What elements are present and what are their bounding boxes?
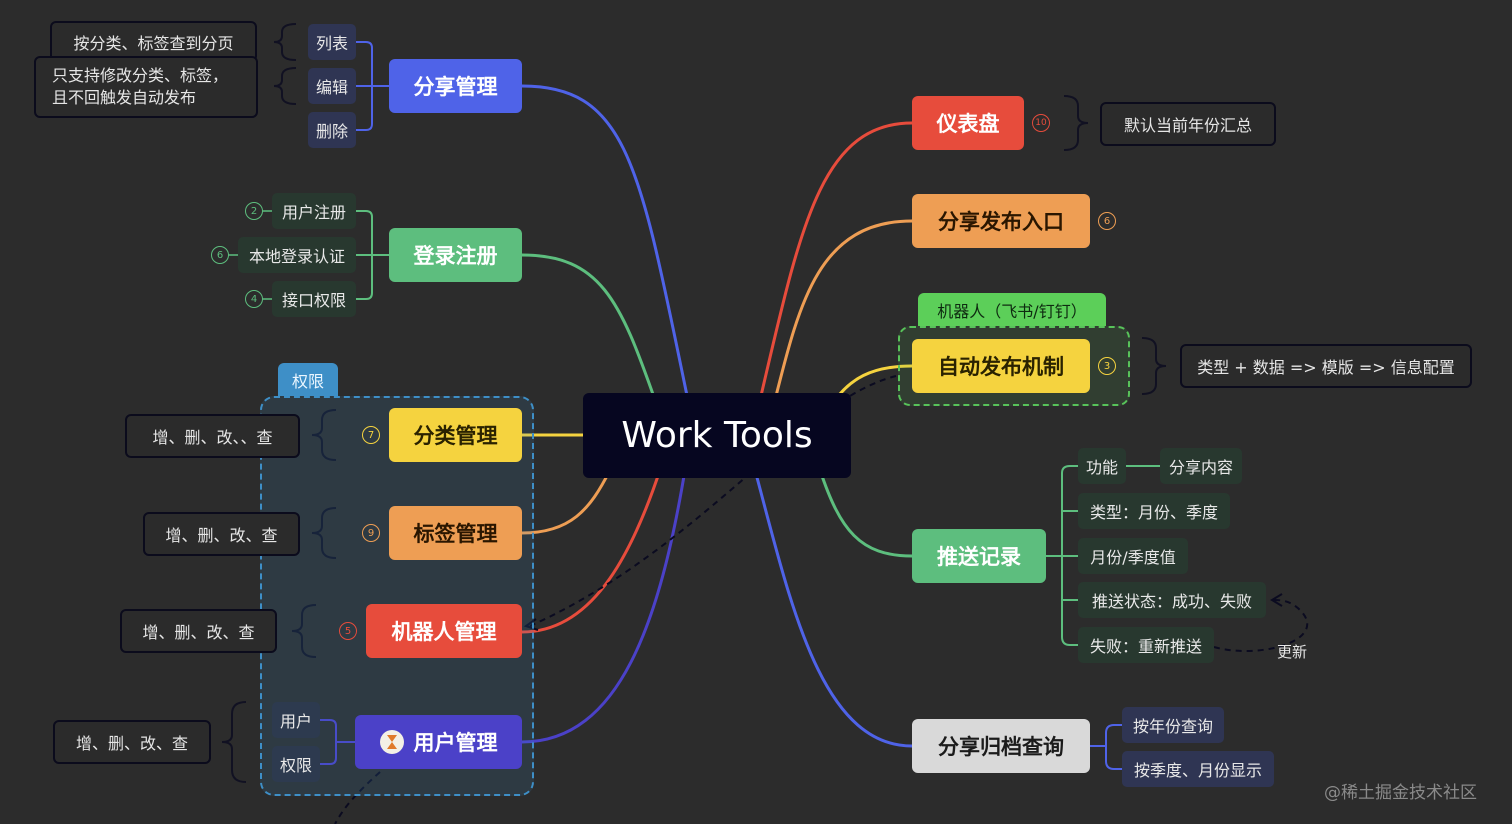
category-count-badge: 7 xyxy=(362,426,380,444)
share-child-edit[interactable]: 编辑 xyxy=(308,68,356,104)
brace-share-list xyxy=(273,23,297,61)
user-child-user[interactable]: 用户 xyxy=(272,702,320,738)
relation-update-label: 更新 xyxy=(1276,642,1307,661)
connector-push-log xyxy=(818,469,913,558)
watermark: @稀土掘金技术社区 xyxy=(1324,782,1477,803)
register-count-badge: 2 xyxy=(245,202,263,220)
brace-share-edit xyxy=(273,67,297,105)
robot-note[interactable]: 增、删、改、查 xyxy=(120,609,277,653)
share-edit-note-line1: 只支持修改分类、标签， xyxy=(52,66,229,85)
central-topic[interactable]: Work Tools xyxy=(583,393,851,478)
user-mgmt-label: 用户管理 xyxy=(413,731,498,755)
hourglass-icon xyxy=(379,730,404,754)
share-edit-note-line2: 且不回触发自动发布 xyxy=(52,88,197,107)
connector-tag xyxy=(521,469,612,535)
relation-push-update xyxy=(1213,599,1309,653)
connector-share xyxy=(521,84,692,411)
push-child-function[interactable]: 功能 xyxy=(1078,448,1126,484)
publish-entry-node[interactable]: 分享发布入口 xyxy=(912,194,1090,248)
connector-publish-entry xyxy=(773,219,913,401)
robot-group-label[interactable]: 机器人（飞书/钉钉） xyxy=(918,293,1106,326)
tag-mgmt-node[interactable]: 标签管理 xyxy=(389,506,522,560)
local-auth-count-badge: 6 xyxy=(211,246,229,264)
dashboard-node[interactable]: 仪表盘 xyxy=(912,96,1024,150)
connector-robot xyxy=(521,469,662,634)
robot-count-badge: 5 xyxy=(339,622,357,640)
share-mgmt-node[interactable]: 分享管理 xyxy=(389,59,522,113)
dashboard-note[interactable]: 默认当前年份汇总 xyxy=(1100,102,1276,146)
auto-publish-count-badge: 3 xyxy=(1098,357,1116,375)
brace-dashboard xyxy=(1063,95,1089,151)
archive-child-by-year[interactable]: 按年份查询 xyxy=(1122,707,1224,743)
archive-node[interactable]: 分享归档查询 xyxy=(912,719,1090,773)
push-child-share-content[interactable]: 分享内容 xyxy=(1160,448,1242,484)
push-child-period-value[interactable]: 月份/季度值 xyxy=(1078,538,1188,574)
api-permission-count-badge: 4 xyxy=(245,290,263,308)
connector-user xyxy=(521,469,687,744)
relation-robot-auto xyxy=(529,375,897,627)
auto-publish-note[interactable]: 类型 + 数据 => 模版 => 信息配置 xyxy=(1180,344,1472,388)
auto-publish-node[interactable]: 自动发布机制 xyxy=(912,339,1090,393)
push-child-status[interactable]: 推送状态：成功、失败 xyxy=(1078,582,1266,618)
push-child-retry[interactable]: 失败：重新推送 xyxy=(1078,627,1214,663)
push-child-type[interactable]: 类型：月份、季度 xyxy=(1078,493,1230,529)
permission-group-label[interactable]: 权限 xyxy=(278,363,338,396)
category-mgmt-node[interactable]: 分类管理 xyxy=(389,408,522,462)
connector-dashboard xyxy=(758,121,913,401)
user-note[interactable]: 增、删、改、查 xyxy=(53,720,211,764)
brace-category xyxy=(311,409,337,461)
login-child-local-auth[interactable]: 本地登录认证 xyxy=(238,237,356,273)
brace-robot xyxy=(291,604,317,658)
category-note[interactable]: 增、删、改、、查 xyxy=(125,414,300,458)
archive-child-by-quarter-month[interactable]: 按季度、月份显示 xyxy=(1122,751,1274,787)
tag-count-badge: 9 xyxy=(362,524,380,542)
share-edit-note[interactable]: 只支持修改分类、标签， 且不回触发自动发布 xyxy=(34,56,258,118)
relation-user-out xyxy=(334,771,381,824)
dashboard-count-badge: 10 xyxy=(1032,114,1050,132)
connector-archive xyxy=(753,469,913,748)
brace-tag xyxy=(311,507,337,559)
user-child-permission[interactable]: 权限 xyxy=(272,746,320,782)
push-log-node[interactable]: 推送记录 xyxy=(912,529,1046,583)
brace-user xyxy=(221,701,247,783)
brace-auto-publish xyxy=(1141,337,1167,395)
connector-login xyxy=(521,253,657,401)
login-node[interactable]: 登录注册 xyxy=(389,228,522,282)
share-child-delete[interactable]: 删除 xyxy=(308,112,356,148)
user-mgmt-node[interactable]: 用户管理 xyxy=(355,715,522,769)
login-child-api-permission[interactable]: 接口权限 xyxy=(272,281,356,317)
tag-note[interactable]: 增、删、改、查 xyxy=(143,512,300,556)
login-child-register[interactable]: 用户注册 xyxy=(272,193,356,229)
share-child-list[interactable]: 列表 xyxy=(308,24,356,60)
publish-entry-count-badge: 6 xyxy=(1098,212,1116,230)
robot-mgmt-node[interactable]: 机器人管理 xyxy=(366,604,522,658)
